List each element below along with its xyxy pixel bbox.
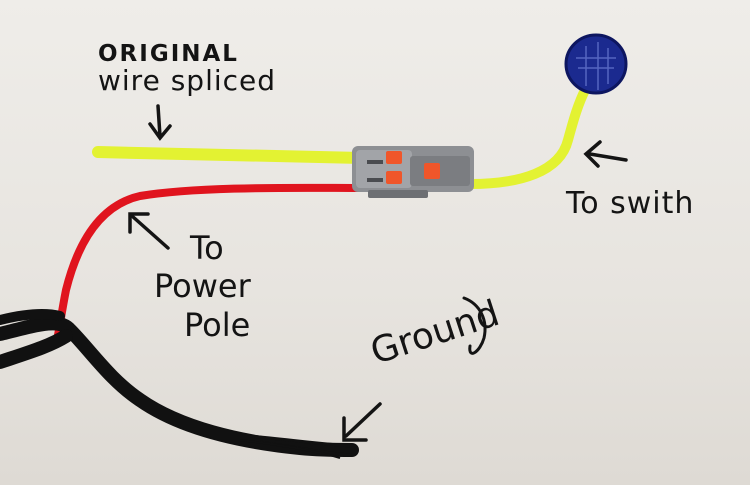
splice-connector [352,146,474,198]
label-to-switch: To swith [566,186,695,221]
yellow-wire-left [92,146,368,164]
arrow-to-power-pole [128,212,170,250]
label-to-power-pole: To Power Pole [150,229,251,345]
label-original-line2: wire spliced [98,64,277,98]
label-original-line1: ORIGINAL [98,41,239,67]
arrow-original-wire [148,104,172,141]
red-wire [54,183,366,339]
label-original-wire: ORIGINAL wire spliced [98,42,276,96]
switch-dot [564,33,628,95]
ground-wire [0,308,359,459]
ground-scribble [462,296,487,355]
yellow-wire-right [465,83,591,189]
arrow-to-switch [583,140,628,168]
label-power-line1: To [190,229,224,267]
arrow-ground [342,402,382,442]
label-power-line3: Pole [184,306,251,345]
label-power-line2: Power [154,266,251,305]
